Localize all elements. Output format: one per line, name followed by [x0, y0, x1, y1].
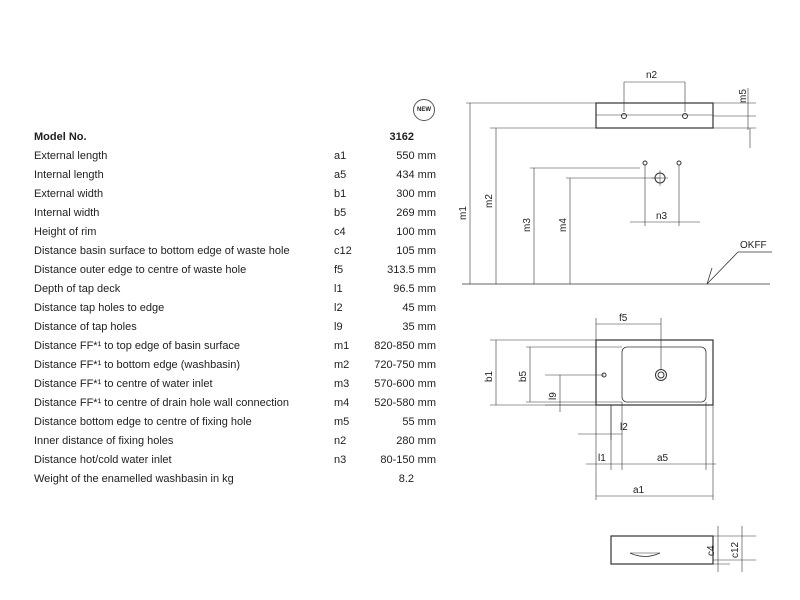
spec-row: Height of rim c4 100 mm — [34, 223, 444, 242]
spec-label: Distance hot/cold water inlet — [34, 454, 172, 466]
plan-view — [490, 318, 716, 500]
spec-row: Distance of tap holes l9 35 mm — [34, 318, 444, 337]
model-no-label: Model No. — [34, 131, 87, 143]
label-l1: l1 — [598, 453, 606, 464]
spec-label: Internal width — [34, 207, 100, 219]
spec-code: m4 — [334, 397, 350, 409]
spec-header-row: Model No. 3162 — [34, 128, 444, 147]
label-okff: OKFF — [740, 240, 767, 251]
spec-table: Model No. 3162 External length a1 550 mm In… — [34, 128, 444, 489]
spec-code: a5 — [334, 169, 347, 181]
spec-value: 269 mm — [396, 207, 436, 219]
label-b5: b5 — [518, 370, 529, 382]
spec-row: Distance outer edge to centre of waste h… — [34, 261, 444, 280]
spec-value: 96.5 mm — [393, 283, 436, 295]
spec-value: 570-600 mm — [374, 378, 436, 390]
spec-label: External length — [34, 150, 108, 162]
spec-code: n2 — [334, 435, 347, 447]
spec-label: Distance FF*¹ to top edge of basin surfa… — [34, 340, 241, 352]
spec-label: Depth of tap deck — [34, 283, 121, 295]
spec-row: Distance tap holes to edge l2 45 mm — [34, 299, 444, 318]
label-c12: c12 — [730, 541, 741, 558]
spec-label: Distance tap holes to edge — [34, 302, 165, 314]
spec-value: 100 mm — [396, 226, 436, 238]
spec-value: 313.5 mm — [387, 264, 436, 276]
spec-row: Distance basin surface to bottom edge of… — [34, 242, 444, 261]
spec-value: 35 mm — [402, 321, 436, 333]
weight-value: 8.2 — [398, 473, 414, 485]
spec-label: Distance of tap holes — [34, 321, 137, 333]
weight-row: Weight of the enamelled washbasin in kg … — [34, 470, 444, 489]
label-m5: m5 — [738, 89, 749, 103]
spec-row: Distance FF*¹ to bottom edge (washbasin)… — [34, 356, 444, 375]
spec-value: 550 mm — [396, 150, 436, 162]
label-f5: f5 — [619, 313, 628, 324]
spec-row: Internal width b5 269 mm — [34, 204, 444, 223]
spec-code: b5 — [334, 207, 347, 219]
model-no-value: 3162 — [389, 131, 414, 143]
spec-code: m3 — [334, 378, 350, 390]
label-l2: l2 — [620, 422, 628, 433]
spec-row: Distance bottom edge to centre of fixing… — [34, 413, 444, 432]
spec-code: m5 — [334, 416, 350, 428]
label-m4: m4 — [558, 218, 569, 232]
label-a5: a5 — [657, 453, 669, 464]
spec-value: 280 mm — [396, 435, 436, 447]
label-m3: m3 — [522, 218, 533, 232]
spec-row: Depth of tap deck l1 96.5 mm — [34, 280, 444, 299]
side-view — [462, 81, 772, 285]
spec-row: Distance FF*¹ to top edge of basin surfa… — [34, 337, 444, 356]
label-l9: l9 — [548, 392, 559, 400]
spec-label: Internal length — [34, 169, 104, 181]
label-n3: n3 — [656, 211, 668, 222]
new-badge: NEW — [413, 99, 435, 121]
spec-row: Distance FF*¹ to centre of water inlet m3… — [34, 375, 444, 394]
spec-row: Distance hot/cold water inlet n3 80-150 mm — [34, 451, 444, 470]
spec-code: l2 — [334, 302, 343, 314]
label-c4: c4 — [706, 545, 717, 556]
spec-value: 434 mm — [396, 169, 436, 181]
spec-label: Distance FF*¹ to centre of drain hole wa… — [34, 397, 289, 409]
spec-value: 80-150 mm — [380, 454, 436, 466]
front-view — [610, 526, 756, 572]
spec-label: Distance FF*¹ to bottom edge (washbasin) — [34, 359, 241, 371]
spec-code: c4 — [334, 226, 346, 238]
spec-label: External width — [34, 188, 104, 200]
spec-code: l9 — [334, 321, 343, 333]
spec-row: Inner distance of fixing holes n2 280 mm — [34, 432, 444, 451]
spec-code: l1 — [334, 283, 343, 295]
label-m2: m2 — [484, 194, 495, 208]
label-b1: b1 — [484, 370, 495, 382]
spec-code: c12 — [334, 245, 352, 257]
weight-label: Weight of the enamelled washbasin in kg — [34, 473, 234, 485]
spec-code: f5 — [334, 264, 344, 276]
spec-code: a1 — [334, 150, 347, 162]
spec-row: Internal length a5 434 mm — [34, 166, 444, 185]
spec-label: Distance bottom edge to centre of fixing… — [34, 416, 252, 428]
spec-label: Height of rim — [34, 226, 97, 238]
spec-row: External width b1 300 mm — [34, 185, 444, 204]
spec-row: External length a1 550 mm — [34, 147, 444, 166]
spec-value: 45 mm — [402, 302, 436, 314]
spec-value: 720-750 mm — [374, 359, 436, 371]
spec-label: Distance FF*¹ to centre of water inlet — [34, 378, 213, 390]
spec-code: b1 — [334, 188, 347, 200]
spec-value: 55 mm — [402, 416, 436, 428]
label-a1: a1 — [633, 485, 645, 496]
label-m1: m1 — [458, 206, 469, 220]
label-n2: n2 — [646, 70, 658, 81]
spec-value: 820-850 mm — [374, 340, 436, 352]
spec-code: m1 — [334, 340, 350, 352]
spec-code: m2 — [334, 359, 350, 371]
spec-label: Inner distance of fixing holes — [34, 435, 174, 447]
spec-value: 105 mm — [396, 245, 436, 257]
spec-row: Distance FF*¹ to centre of drain hole wa… — [34, 394, 444, 413]
spec-value: 520-580 mm — [374, 397, 436, 409]
spec-value: 300 mm — [396, 188, 436, 200]
spec-label: Distance basin surface to bottom edge of… — [34, 245, 290, 257]
spec-label: Distance outer edge to centre of waste h… — [34, 264, 247, 276]
spec-code: n3 — [334, 454, 347, 466]
